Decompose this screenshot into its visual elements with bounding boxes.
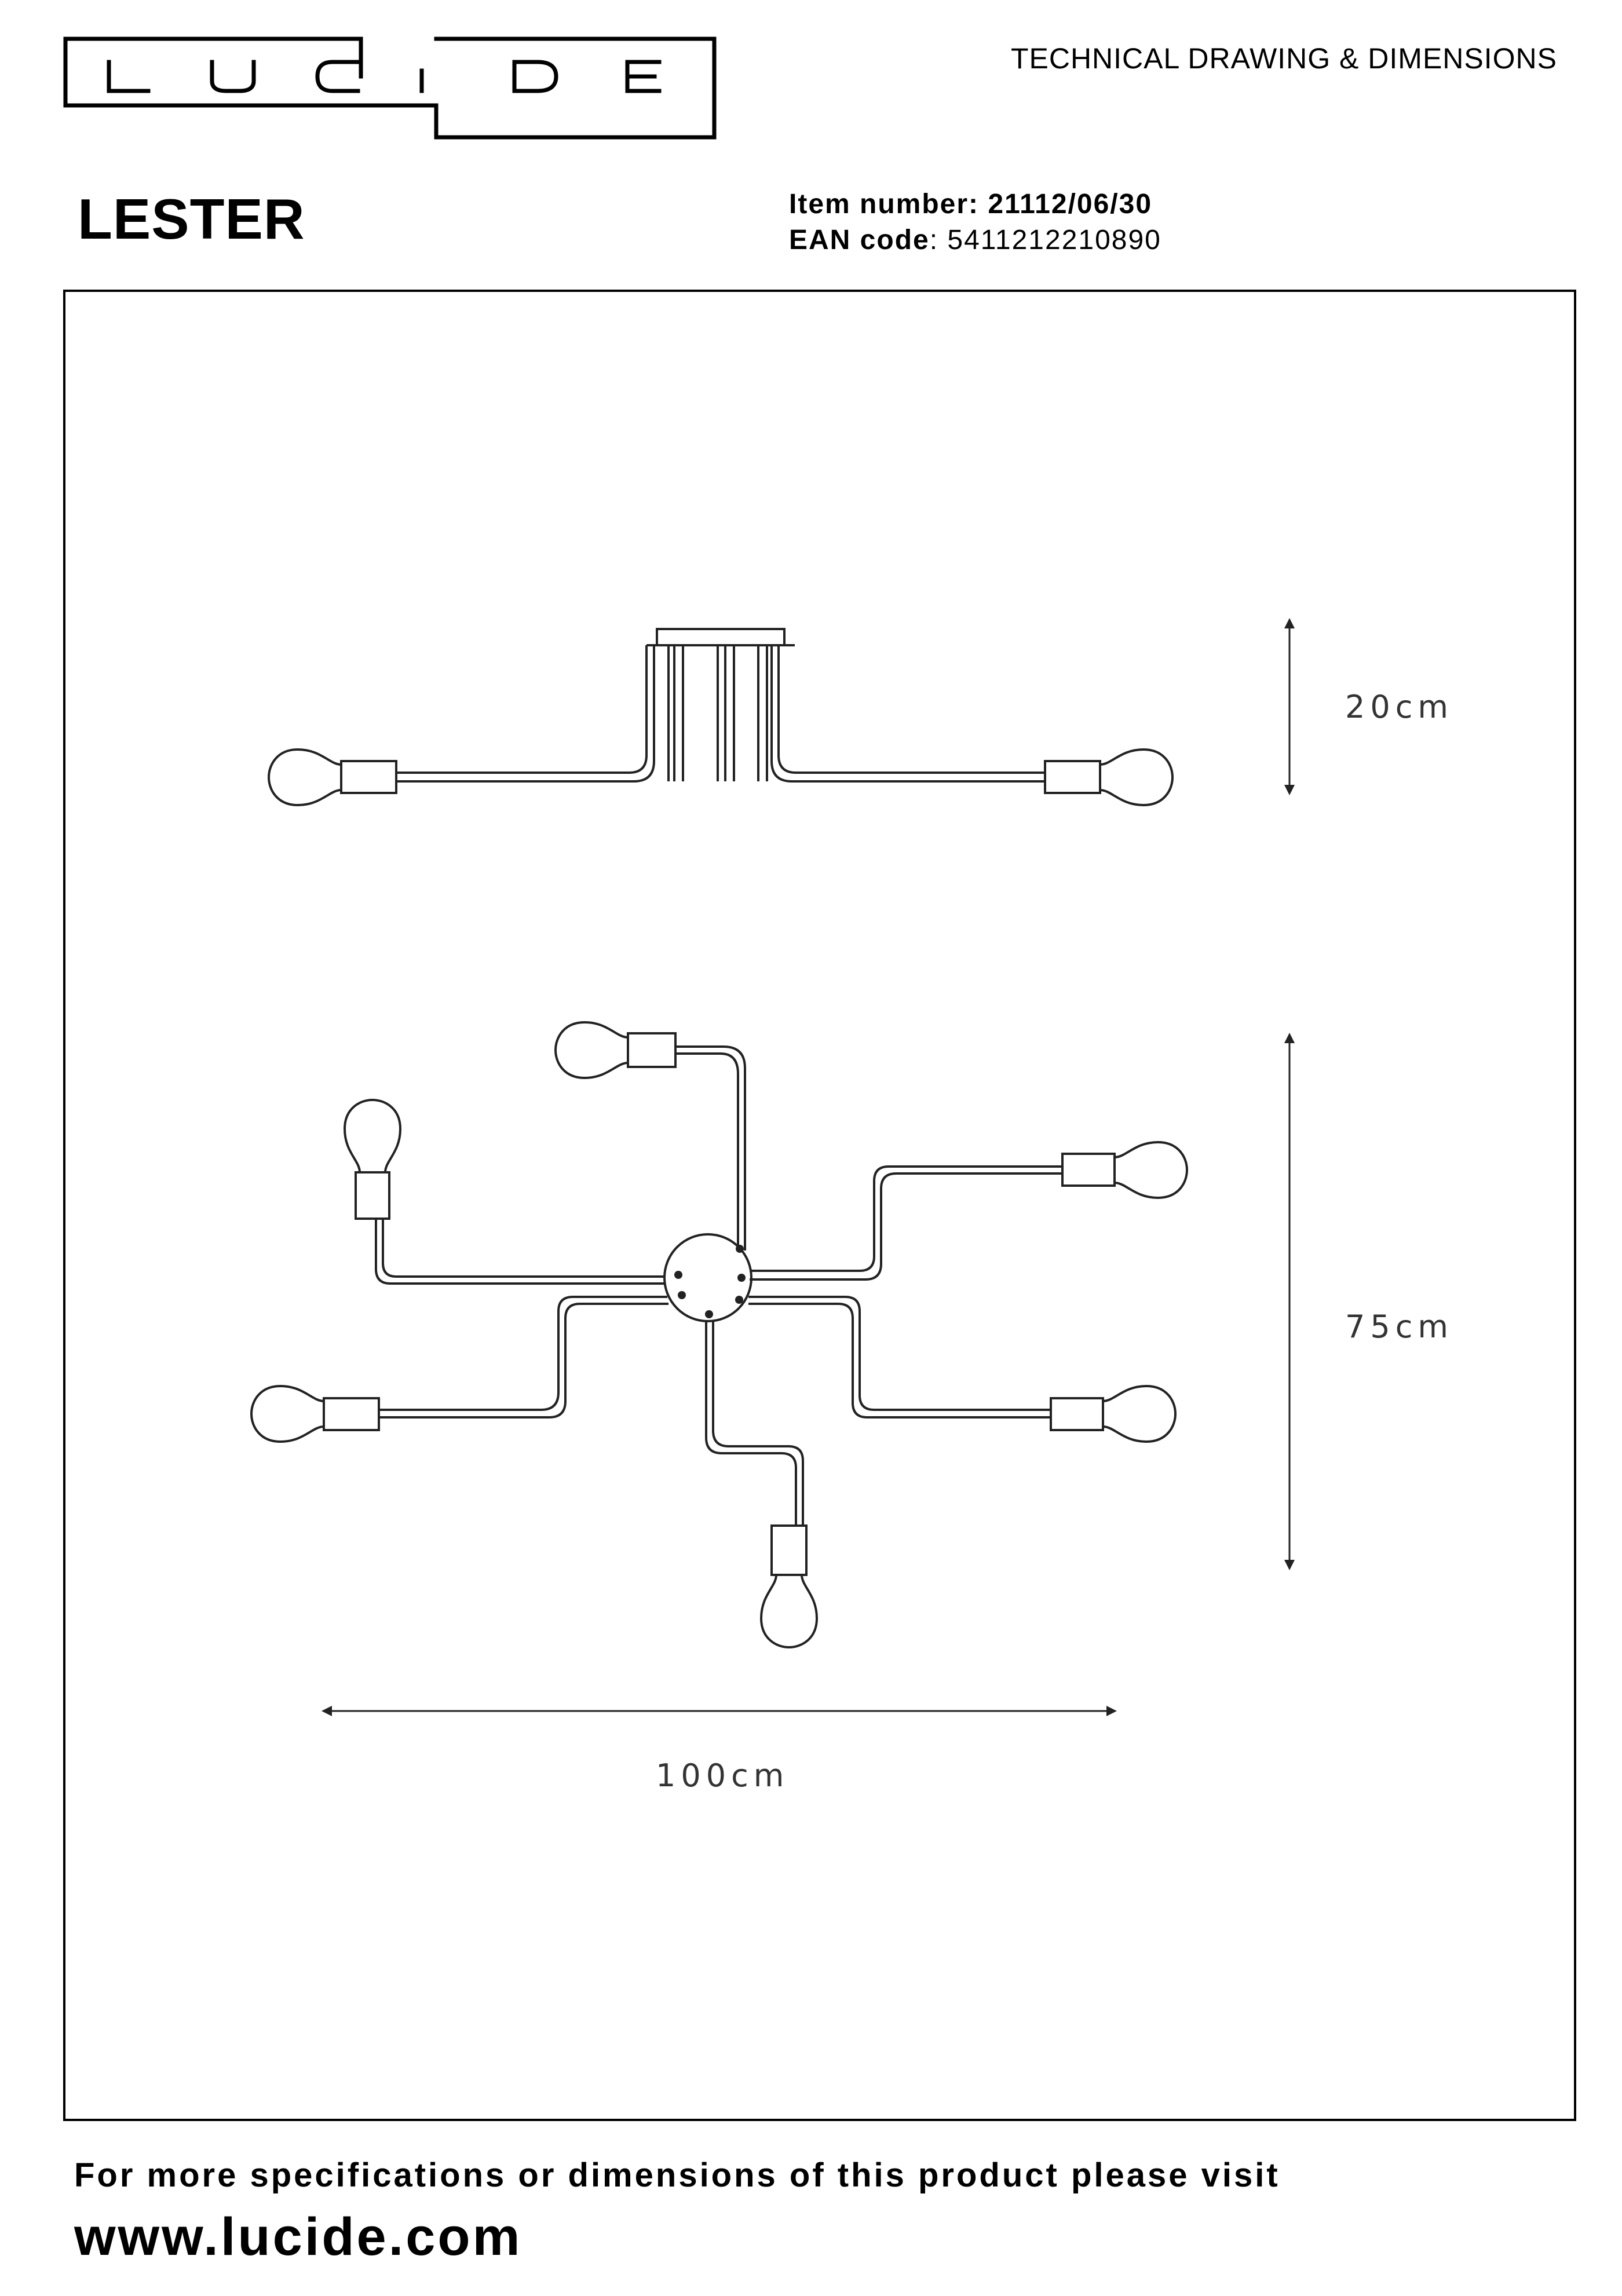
item-number-label: Item number:: [789, 189, 980, 220]
footer-website-link[interactable]: www.lucide.com: [74, 2207, 523, 2266]
ean-label: EAN code: [789, 225, 930, 255]
product-name: LESTER: [78, 187, 305, 251]
drawing-frame: 20cm 75cm 100cm: [63, 290, 1576, 2121]
ean-value: 5411212210890: [947, 225, 1161, 255]
top-view: [250, 1021, 1188, 1648]
dimension-lines: [322, 618, 1295, 1716]
side-view: [268, 628, 1174, 806]
lucide-logo: [63, 36, 717, 140]
item-number-row: Item number: 21112/06/30: [789, 187, 1161, 222]
width-dimension-label: 100cm: [656, 1757, 789, 1794]
footer-specs-text: For more specifications or dimensions of…: [74, 2156, 1280, 2194]
depth-dimension-label: 75cm: [1345, 1308, 1453, 1345]
document-type-heading: TECHNICAL DRAWING & DIMENSIONS: [1010, 42, 1557, 75]
item-number-value: 21112/06/30: [988, 189, 1153, 220]
ean-separator: :: [929, 225, 948, 255]
height-dimension-label: 20cm: [1345, 689, 1453, 725]
product-meta: Item number: 21112/06/30 EAN code: 54112…: [789, 187, 1161, 258]
ean-row: EAN code: 5411212210890: [789, 222, 1161, 258]
